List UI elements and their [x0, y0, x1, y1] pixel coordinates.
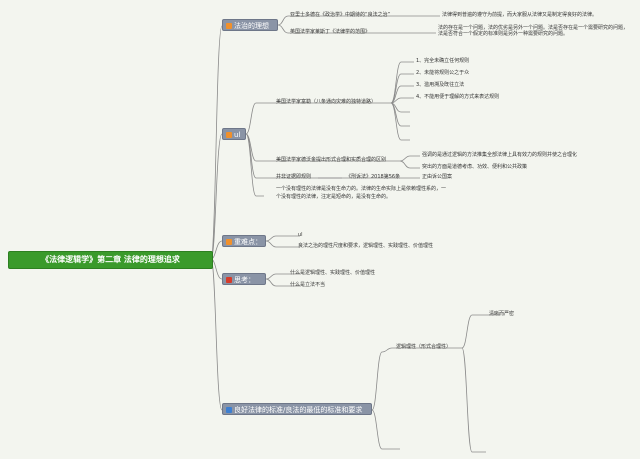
b1-item-austin: 英国法学家莱斯丁《法律学的范围》 [290, 29, 371, 35]
branch-ul[interactable]: ul [222, 128, 246, 140]
b2-dworkin-sub-2: 突出的方面是道德考虑、功效、便利和公共政策 [422, 164, 528, 170]
home-icon [226, 132, 232, 138]
b2-numbered-4: 4、不能用便于理解的方式来表达规则 [416, 94, 500, 100]
branch-label: 重难点： [234, 238, 262, 246]
b4-item-1: 什么是逻辑理性、实践理性、价值理性 [290, 270, 376, 276]
b2-evidence: 并非证据即规则 [276, 174, 312, 180]
red-square-icon [226, 277, 232, 283]
home-icon [226, 23, 232, 29]
b3-item-2: 良法之治的理性尺度和要求，逻辑理性、实践理性、价值理性 [298, 243, 434, 249]
branch-key-points[interactable]: 重难点： [222, 235, 266, 247]
b2-dworkin-sub-1: 强调的是通过逻辑的方法推集全部法律上具有效力的规则并使之合理化 [422, 152, 578, 158]
b2-numbered-2: 2、未能将规则公之于众 [416, 70, 470, 76]
orange-square-icon [226, 239, 232, 245]
branch-label: 法治的理想 [234, 22, 269, 30]
b2-reason-line-1: 一个没有理性的法律是没有生命力的。法律的生命实际上是依赖理性系的，一 [276, 186, 447, 192]
branch-good-law-standard[interactable]: 良好法律的标准/良法的最低的标准和要求 [222, 403, 372, 415]
branch-rule-of-law-ideal[interactable]: 法治的理想 [222, 19, 278, 31]
b2-dworkin: 美国法学家德沃金提出形式合理和实质合理的区别 [276, 157, 387, 163]
branch-label: 良好法律的标准/良法的最低的标准和要求 [234, 406, 363, 414]
b2-reason-line-2: 个没有理性的法律，注定是短命的，是没有生命的。 [276, 194, 392, 200]
b2-fuller: 美国法学家富勒（八条通向灾难的独特道路） [276, 99, 377, 105]
b2-evidence-case: 正由诉公国案 [422, 174, 453, 180]
b1-item-aristotle: 亚里士多德在《政治学》中期待的“良法之治” [290, 12, 391, 18]
b2-numbered-1: 1、完全未确立任何规则 [416, 58, 470, 64]
branch-label: 思考： [234, 276, 255, 284]
b1-item-aristotle-detail: 法律得到普遍的遵守为前提，而大家服从法律又是制定得良好的法律。 [442, 12, 598, 18]
b2-numbered-3: 3、滥用溯及既往立法 [416, 82, 465, 88]
b4-item-2: 什么是立法不当 [290, 282, 326, 288]
b2-evidence-article: 《刑诉法》2018第56条 [346, 174, 401, 180]
branch-label: ul [234, 131, 241, 139]
b5-logical-rationality: 逻辑理性（形式合理性） [396, 344, 452, 350]
branch-thinking[interactable]: 思考： [222, 273, 266, 285]
b5-leaf-clear: 清晰而严密 [489, 311, 515, 317]
b1-item-austin-detail: 法的存在是一个问题，法的优劣是另外一个问题。法是否存在是一个需要研究的问题，法是… [438, 25, 629, 37]
root-node[interactable]: 《法律逻辑学》第二章 法律的理想追求 [8, 251, 213, 269]
blue-square-icon [226, 407, 232, 413]
b3-item-1: ul [298, 232, 303, 238]
